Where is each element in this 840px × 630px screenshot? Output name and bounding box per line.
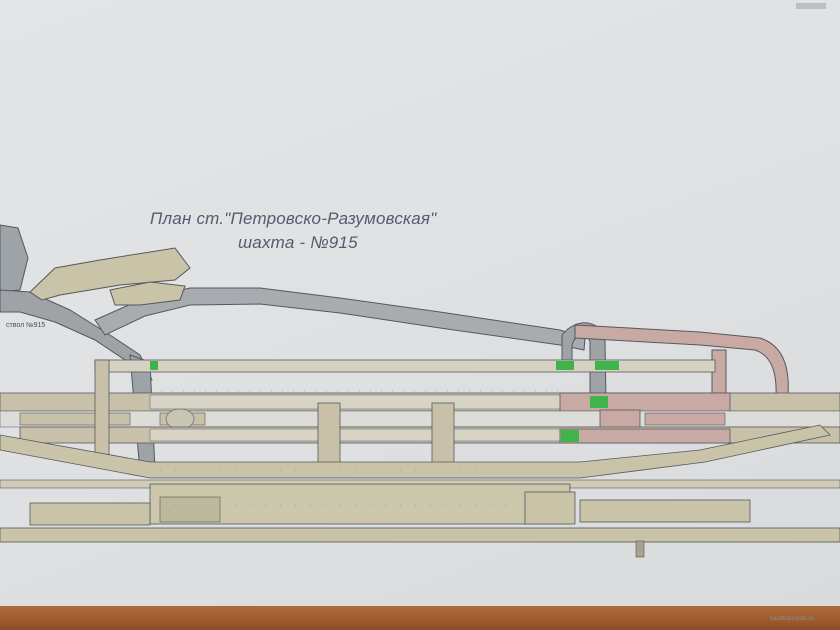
shaft-label: ствол №915 <box>6 322 46 329</box>
plan-title: План ст."Петровско-Разумовская" шахта - … <box>150 207 480 255</box>
green-marker <box>590 396 608 408</box>
green-marker <box>595 361 619 370</box>
green-marker <box>561 430 579 442</box>
green-marker <box>556 361 574 370</box>
plan-title-line2: шахта - №915 <box>238 233 358 252</box>
plan-title-line1: План ст."Петровско-Разумовская" <box>150 209 437 228</box>
lower-tunnels <box>0 424 840 558</box>
corner-watermark <box>796 3 826 9</box>
upper-corridor <box>94 359 716 373</box>
desk-edge <box>0 606 840 630</box>
shaft-passages <box>0 224 586 473</box>
track-ticks <box>150 390 560 506</box>
green-marker <box>150 361 158 370</box>
watermark-text: nashtransport.ru <box>770 616 814 622</box>
station-halls <box>0 359 840 476</box>
